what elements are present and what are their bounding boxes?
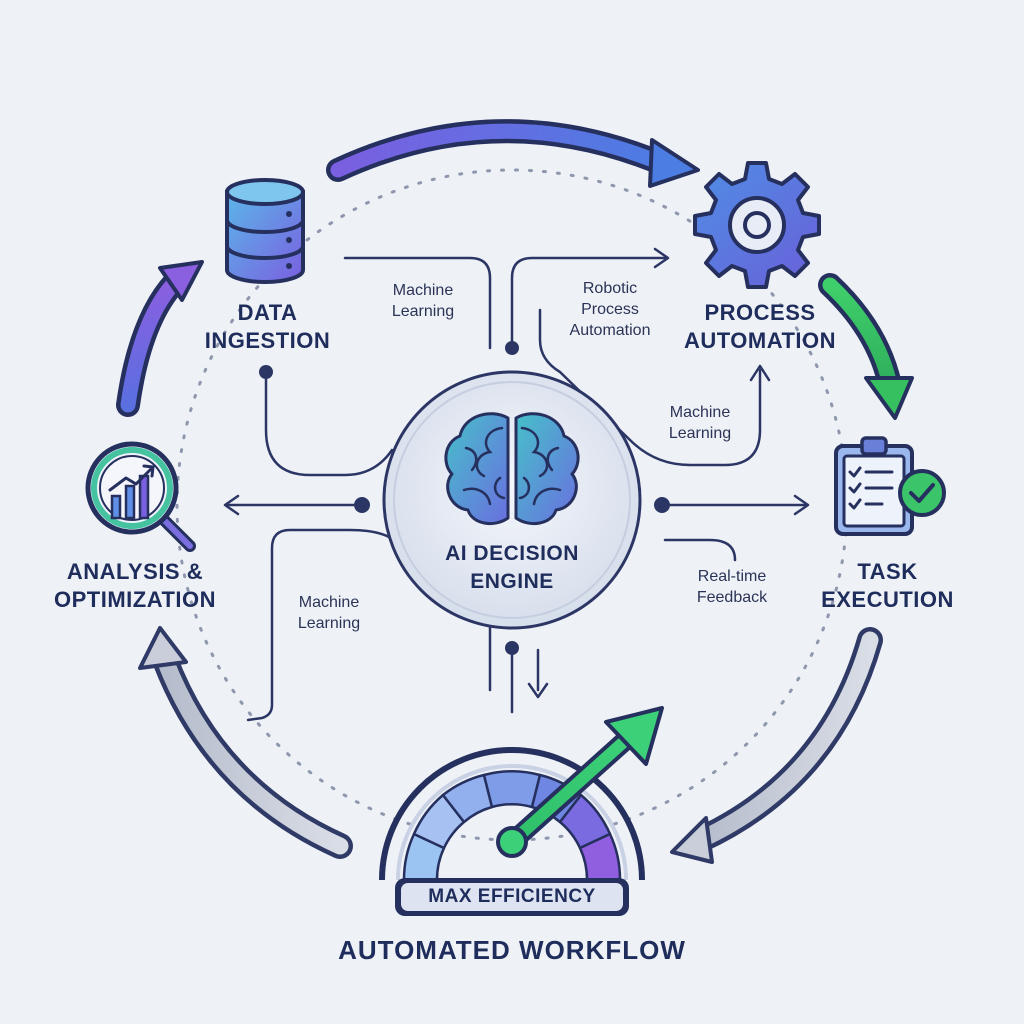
task-execution-title: TASK EXECUTION (800, 558, 975, 614)
brain-icon (444, 412, 580, 526)
rpa-line3: Automation (569, 322, 651, 339)
gear-icon (693, 161, 821, 289)
cycle-arrow-right (818, 273, 914, 420)
cycle-arrow-bottom-right (670, 627, 883, 864)
max-efficiency-badge (395, 878, 629, 916)
ml-top-line1: Machine (392, 282, 454, 299)
ai-decision-engine (382, 370, 642, 630)
task-execution-line2: EXECUTION (821, 587, 954, 612)
center-line2: ENGINE (470, 570, 554, 593)
rpa-line2: Process (581, 301, 639, 318)
cycle-arrow-left (116, 260, 204, 417)
ml-right-line2: Learning (668, 425, 732, 442)
connector-arrowheads (223, 247, 810, 699)
cycle-arrow-bottom-left (138, 626, 353, 859)
process-automation-line1: PROCESS (704, 300, 816, 325)
edge-label-realtime-feedback: Real-time Feedback (672, 566, 792, 608)
rpa-line1: Robotic (582, 280, 638, 297)
ml-top-line2: Learning (391, 303, 455, 320)
analysis-optimization-line1: ANALYSIS & (66, 559, 204, 584)
ml-right-line1: Machine (669, 404, 731, 421)
edge-label-robotic-process-automation: Robotic Process Automation (550, 278, 670, 341)
connectors (226, 256, 807, 722)
realtime-line2: Feedback (696, 589, 768, 606)
analysis-optimization-title: ANALYSIS & OPTIMIZATION (30, 558, 240, 614)
ml-left-line1: Machine (298, 594, 360, 611)
process-automation-title: PROCESS AUTOMATION (660, 299, 860, 355)
edge-label-machine-learning-top: Machine Learning (368, 280, 478, 322)
database-icon (225, 178, 305, 284)
junction-dots (259, 341, 670, 655)
analysis-optimization-line2: OPTIMIZATION (53, 587, 217, 612)
gauge-needle-arrow (496, 706, 664, 858)
ml-left-line2: Learning (297, 615, 361, 632)
max-efficiency-label: MAX EFFICIENCY (428, 886, 596, 907)
cycle-arrow-top (326, 119, 700, 188)
realtime-line1: Real-time (697, 568, 767, 585)
edge-label-machine-learning-left: Machine Learning (274, 592, 384, 634)
process-automation-line2: AUTOMATION (683, 328, 837, 353)
ai-decision-engine-title: AI DECISION ENGINE (412, 540, 612, 596)
clipboard-check-icon (834, 436, 946, 536)
center-line1: AI DECISION (445, 542, 579, 565)
data-ingestion-line2: INGESTION (204, 328, 331, 353)
chart-magnifier-icon (85, 441, 196, 552)
task-execution-line1: TASK (857, 559, 918, 584)
data-ingestion-line1: DATA (237, 300, 298, 325)
automated-workflow-title: AUTOMATED WORKFLOW (338, 935, 686, 965)
edge-label-machine-learning-right: Machine Learning (645, 402, 755, 444)
data-ingestion-title: DATA INGESTION (180, 299, 355, 355)
